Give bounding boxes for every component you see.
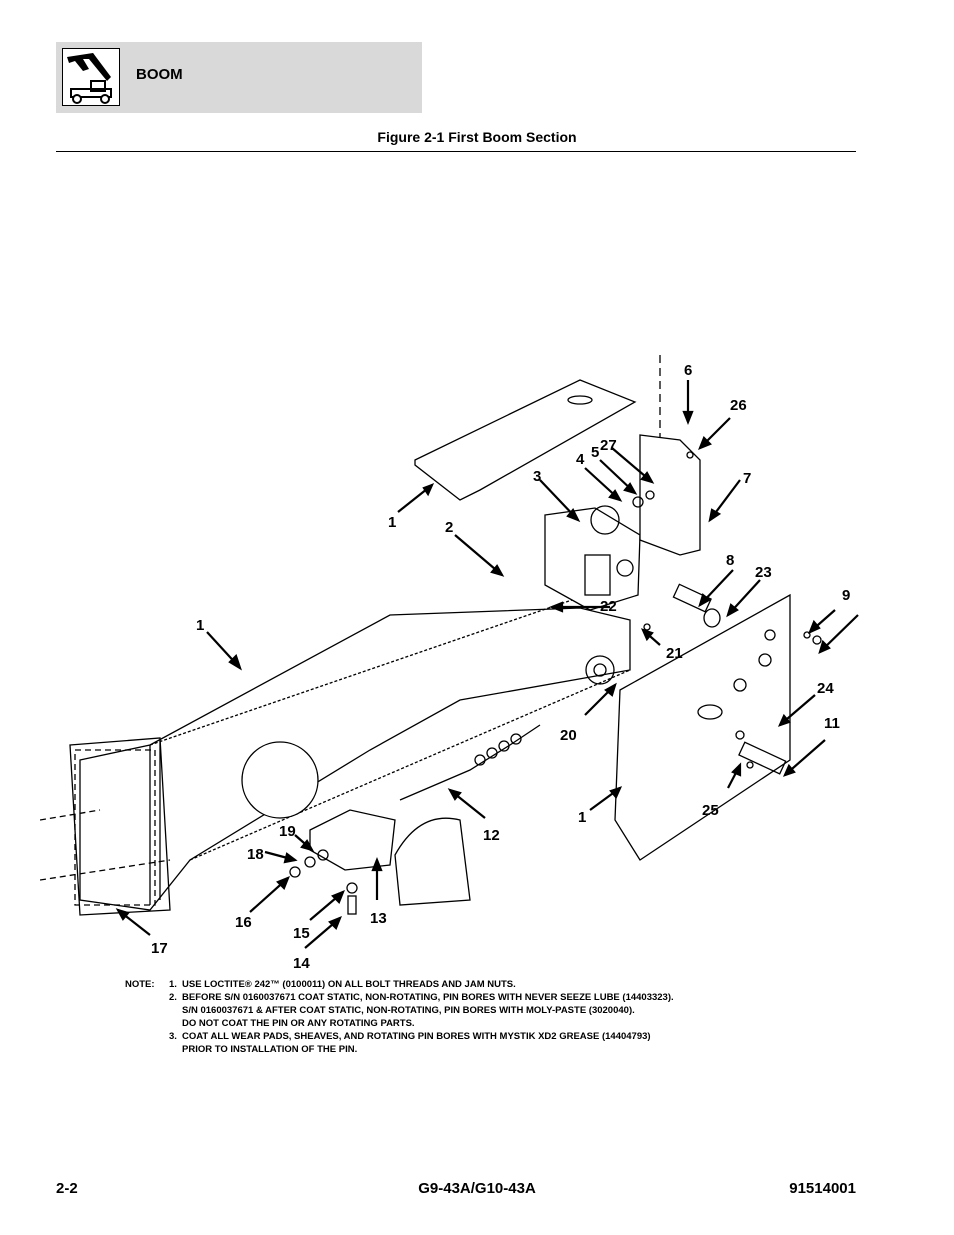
callout-1-top: 1 <box>388 514 396 531</box>
telehandler-icon <box>62 48 120 106</box>
callout-15: 15 <box>293 925 310 942</box>
callout-21: 21 <box>666 645 683 662</box>
note-label: NOTE: <box>125 979 155 990</box>
note-3: 3. COAT ALL WEAR PADS, SHEAVES, AND ROTA… <box>169 1031 651 1042</box>
callout-8: 8 <box>726 552 734 569</box>
callout-7: 7 <box>743 470 751 487</box>
callout-17: 17 <box>151 940 168 957</box>
callout-9: 9 <box>842 587 850 604</box>
callout-18: 18 <box>247 846 264 863</box>
callout-24: 24 <box>817 680 834 697</box>
callout-12: 12 <box>483 827 500 844</box>
callout-19: 19 <box>279 823 296 840</box>
exploded-boom-diagram: 1 1 1 2 3 4 5 6 7 8 9 11 12 13 14 15 16 … <box>39 340 920 980</box>
callout-20: 20 <box>560 727 577 744</box>
callout-6: 6 <box>684 362 692 379</box>
callout-16: 16 <box>235 914 252 931</box>
callout-3: 3 <box>533 468 541 485</box>
callout-labels: 1 1 1 2 3 4 5 6 7 8 9 11 12 13 14 15 16 … <box>151 362 850 972</box>
note-2: 2. BEFORE S/N 0160037671 COAT STATIC, NO… <box>169 992 674 1003</box>
model-number: G9-43A/G10-43A <box>418 1180 536 1197</box>
page-number: 2-2 <box>56 1180 78 1197</box>
callout-27: 27 <box>600 437 617 454</box>
callout-11: 11 <box>824 715 840 732</box>
callout-23: 23 <box>755 564 772 581</box>
notes-block: NOTE: 1. USE LOCTITE® 242™ (0100011) ON … <box>125 978 674 1056</box>
callout-5: 5 <box>591 444 599 461</box>
header-rule <box>56 151 856 152</box>
section-title: BOOM <box>136 66 183 83</box>
callout-4: 4 <box>576 451 585 468</box>
callout-22: 22 <box>600 598 617 615</box>
callout-13: 13 <box>370 910 387 927</box>
callout-26: 26 <box>730 397 747 414</box>
callout-2: 2 <box>445 519 453 536</box>
section-header: BOOM <box>56 42 422 113</box>
callout-1-bottom: 1 <box>578 809 586 826</box>
note-1: NOTE: 1. USE LOCTITE® 242™ (0100011) ON … <box>125 979 516 990</box>
figure-title: Figure 2-1 First Boom Section <box>377 129 577 145</box>
callout-1-left: 1 <box>196 617 204 634</box>
document-number: 91514001 <box>789 1180 856 1197</box>
note-2-line-2: S/N 0160037671 & AFTER COAT STATIC, NON-… <box>182 1005 635 1016</box>
note-2-line-3: DO NOT COAT THE PIN OR ANY ROTATING PART… <box>182 1018 415 1029</box>
callout-14: 14 <box>293 955 310 972</box>
boom-drawing: 1 1 1 2 3 4 5 6 7 8 9 11 12 13 14 15 16 … <box>39 355 859 972</box>
note-3-line-2: PRIOR TO INSTALLATION OF THE PIN. <box>182 1044 358 1055</box>
callout-25: 25 <box>702 802 719 819</box>
